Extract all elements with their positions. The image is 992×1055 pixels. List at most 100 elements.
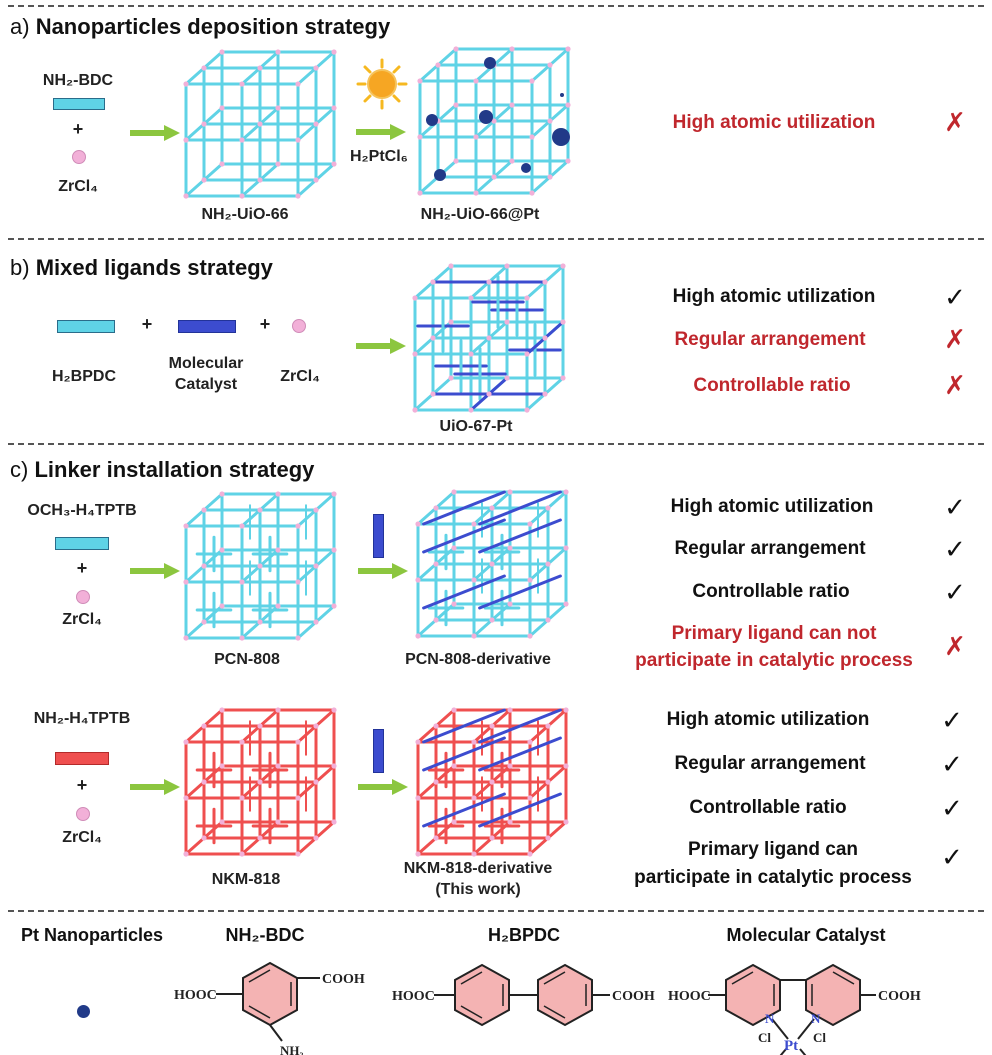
b-bpdc-bar: [57, 320, 115, 333]
b-property-1: High atomic utilization: [672, 286, 876, 307]
c1-product2-label: PCN-808-derivative: [405, 651, 551, 668]
cat-hooc-label: HOOC: [668, 989, 711, 1004]
c1-property-4-line2: participate in catalytic process: [635, 650, 913, 671]
b-arrow: [356, 338, 406, 354]
b-mark-3-icon: ✗: [944, 371, 966, 401]
c2-product2-label: NKM-818-derivative: [403, 860, 553, 877]
bdc-hooc-label: HOOC: [174, 988, 217, 1003]
separator-c-legend: [8, 910, 984, 912]
c1-plus: +: [76, 558, 88, 578]
c1-ligand-label: OCH₃-H₄TPTB: [27, 502, 137, 519]
bpdc-cooh-label: COOH: [612, 989, 655, 1004]
c1-mark-2-icon: ✓: [944, 534, 966, 564]
c2-property-4-line2: participate in catalytic process: [634, 867, 912, 888]
c1-mark-3-icon: ✓: [944, 577, 966, 607]
b-reactant1-label: H₂BPDC: [52, 368, 116, 385]
c2-plus: +: [76, 775, 88, 795]
cat-pt-label: Pt: [784, 1038, 798, 1054]
c1-mark-4-icon: ✗: [944, 632, 966, 662]
c2-cube-nkm818: [183, 707, 337, 857]
a-mark-1-icon: ✗: [944, 108, 966, 138]
legend-catalyst-structure: HOOC COOH N N Pt: [668, 963, 921, 1055]
c2-property-4-line1: Primary ligand can: [687, 839, 859, 860]
a-product1-label: NH₂-UiO-66: [201, 206, 289, 223]
c1-linker-bar: [373, 514, 384, 558]
c1-product1-label: PCN-808: [214, 651, 280, 668]
b-product-label: UiO-67-Pt: [439, 418, 513, 435]
a-ligand-bar: [53, 98, 105, 110]
b-mark-1-icon: ✓: [944, 282, 966, 312]
bdc-cooh-label: COOH: [322, 972, 365, 987]
c1-ligand-bar: [55, 537, 109, 550]
section-b-letter: b): [10, 255, 30, 280]
c1-property-4-line1: Primary ligand can not: [671, 623, 877, 644]
c2-mark-2-icon: ✓: [941, 749, 963, 779]
c2-mark-4-icon: ✓: [941, 842, 963, 872]
a-property-1: High atomic utilization: [672, 112, 876, 133]
c1-arrow-2: [358, 563, 408, 579]
c2-property-2: Regular arrangement: [674, 753, 866, 774]
separator-b-c: [8, 443, 984, 445]
a-arrow-2: [356, 124, 406, 140]
cat-n-right-label: N: [811, 1011, 821, 1026]
c2-product2-note: (This work): [435, 881, 521, 898]
c2-metal-node: [76, 807, 90, 821]
c1-property-1: High atomic utilization: [670, 496, 874, 517]
a-metal-node: [72, 150, 86, 164]
c2-linker-bar: [373, 729, 384, 773]
b-reactant3-label: ZrCl₄: [280, 368, 320, 385]
bpdc-hooc-label: HOOC: [392, 989, 435, 1004]
c1-cube-pcn808-derivative: [415, 489, 569, 639]
a-plus: +: [72, 119, 84, 139]
b-mark-2-icon: ✗: [944, 325, 966, 355]
c2-arrow-1: [130, 779, 180, 795]
sun-icon: [356, 58, 408, 110]
c1-arrow-1: [130, 563, 180, 579]
a-cube-nh2-uio66: [183, 49, 337, 199]
c2-ligand-label: NH₂-H₄TPTB: [33, 710, 131, 727]
pt-nanoparticle-overlay: [426, 57, 570, 181]
section-a-title: a) Nanoparticles deposition strategy: [10, 14, 390, 40]
c1-metal-node: [76, 590, 90, 604]
a-reagent-label: H₂PtCl₆: [350, 148, 408, 165]
b-reactant2-line2: Catalyst: [174, 376, 238, 393]
cat-cl-right-label: Cl: [813, 1030, 826, 1045]
c2-property-1: High atomic utilization: [666, 709, 870, 730]
c2-arrow-2: [358, 779, 408, 795]
legend-pt-title: Pt Nanoparticles: [20, 925, 164, 945]
b-reactant2-line1: Molecular: [168, 355, 244, 372]
a-metal-label: ZrCl₄: [58, 178, 98, 195]
c2-mark-1-icon: ✓: [941, 705, 963, 735]
a-product2-label: NH₂-UiO-66@Pt: [420, 206, 540, 223]
c1-property-3: Controllable ratio: [692, 581, 850, 602]
a-arrow-1: [130, 125, 180, 141]
bdc-nh2-label: NH₂: [280, 1043, 304, 1055]
legend-bpdc-structure: HOOC COOH: [392, 963, 655, 1027]
c2-mark-3-icon: ✓: [941, 793, 963, 823]
c2-property-3: Controllable ratio: [689, 797, 847, 818]
c2-metal-label: ZrCl₄: [62, 829, 102, 846]
legend-bpdc-title: H₂BPDC: [488, 925, 560, 945]
b-cube-uio67-pt: [412, 263, 566, 413]
c2-product1-label: NKM-818: [211, 871, 281, 888]
b-plus-1: +: [141, 314, 153, 334]
section-c-title: c) Linker installation strategy: [10, 457, 314, 483]
legend-bdc-structure: HOOC COOH NH₂: [174, 961, 365, 1055]
section-a-letter: a): [10, 14, 30, 39]
legend-bdc-title: NH₂-BDC: [225, 925, 305, 945]
c2-ligand-bar: [55, 752, 109, 765]
section-c-letter: c): [10, 457, 29, 482]
section-c-name: Linker installation strategy: [34, 457, 315, 482]
cat-cooh-label: COOH: [878, 989, 921, 1004]
b-plus-2: +: [259, 314, 271, 334]
c1-metal-label: ZrCl₄: [62, 611, 102, 628]
c1-mark-1-icon: ✓: [944, 492, 966, 522]
b-catalyst-bar: [178, 320, 236, 333]
legend-pt-dot: [77, 1005, 90, 1018]
section-b-name: Mixed ligands strategy: [35, 255, 273, 280]
legend-catalyst-title: Molecular Catalyst: [726, 925, 886, 945]
a-ligand-label: NH₂-BDC: [42, 72, 114, 89]
c1-cube-pcn808: [183, 491, 337, 641]
separator-a-b: [8, 238, 984, 240]
b-property-2: Regular arrangement: [674, 329, 866, 350]
